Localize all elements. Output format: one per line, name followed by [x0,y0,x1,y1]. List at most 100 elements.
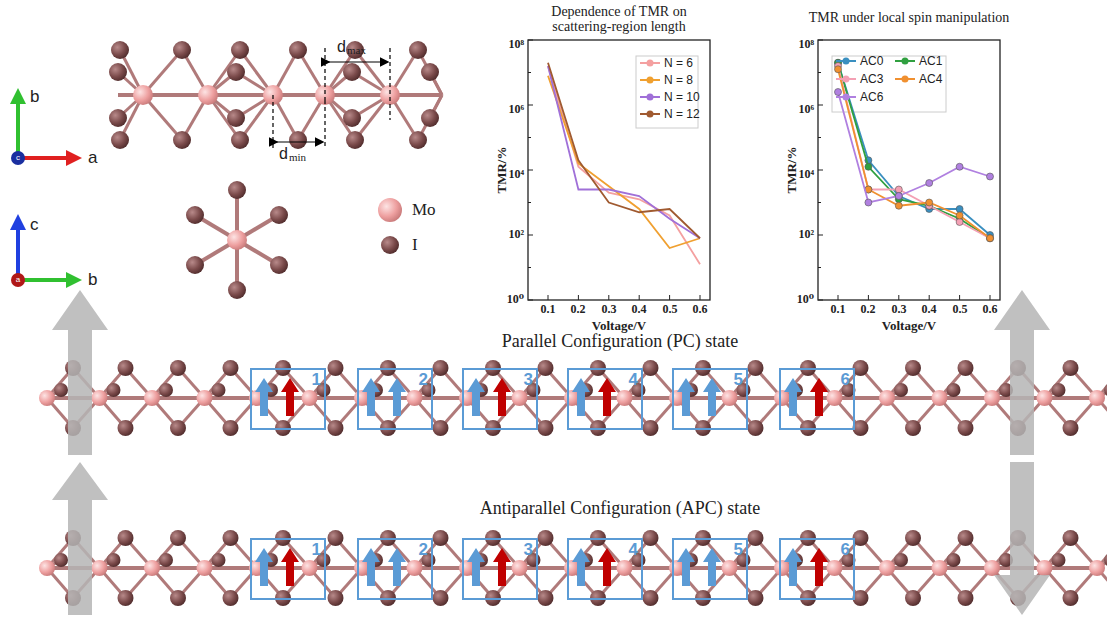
legend-swatch [836,92,856,102]
spin-arrow [703,548,721,586]
i-atom [328,420,344,436]
data-marker [865,163,872,170]
callout-number: 4 [629,540,638,560]
i-atom [748,420,764,436]
data-marker [865,199,872,206]
i-atom [947,383,961,397]
spin-arrow [255,548,273,586]
spin-site-box: 3 [462,368,538,430]
spin-site-box: 1 [250,538,326,600]
spin-arrow [598,378,616,416]
i-atom [958,530,974,546]
i-atom [328,360,344,376]
i-atom [800,590,816,606]
dim-sub: max [347,44,366,56]
data-marker [895,202,902,209]
legend-text: AC1 [919,54,942,68]
i-atom [118,360,134,376]
data-line [838,66,990,238]
i-atom [905,530,921,546]
tick: 10⁸ [798,38,814,51]
i-atom [343,109,361,127]
axis-title: TMR/% [785,147,799,194]
tick: 10⁴ [508,168,524,181]
state-title: Parallel Configuration (PC) state [502,332,738,352]
legend-swatch [836,56,856,66]
i-atom [275,590,291,606]
legend-text: AC3 [860,72,883,86]
data-marker [956,219,963,226]
spin-arrow [784,548,802,586]
i-atom [223,420,239,436]
legend-text: AC6 [860,90,883,104]
i-atom [231,131,249,149]
spin-arrow [388,548,406,586]
data-line [548,66,700,238]
legend-entry: N = 8 [640,73,693,87]
data-marker [926,199,933,206]
i-atom [270,256,288,274]
tick: 0.5 [663,303,678,316]
i-atom [173,41,191,59]
mo-atom [92,560,108,576]
i-atom [409,41,427,59]
data-line [838,69,990,238]
data-line [548,66,700,264]
spin-arrow [572,378,590,416]
chart-title: TMR under local spin manipulation [794,10,1024,25]
mo-atom [827,390,843,406]
i-atom [643,360,659,376]
mo-atom [617,390,633,406]
mo-atom [302,560,318,576]
axis-letter: a [88,149,97,168]
callout-number: 4 [629,370,638,390]
mo-atom [1037,560,1053,576]
i-atom [695,420,711,436]
axis-letter: c [30,216,39,235]
i-atom [643,590,659,606]
spin-arrow [677,548,695,586]
mo-atom [1089,390,1105,406]
spin-arrow [467,548,485,586]
axis-dot: a [16,276,20,285]
mo-atom [879,560,895,576]
data-marker [895,193,902,200]
i-atom [381,236,399,254]
mo-atom [984,390,1000,406]
i-atom [107,383,121,397]
i-atom [485,590,501,606]
i-atom [170,360,186,376]
mo-atom [144,390,160,406]
mo-atom [198,85,218,105]
tick: 0.6 [693,303,708,316]
mo-atom [380,85,400,105]
tick: 10⁴ [798,168,814,181]
mo-atom [197,390,213,406]
data-marker [835,89,842,96]
i-atom [748,590,764,606]
tick: 0.4 [632,303,647,316]
mo-atom [39,390,55,406]
mo-atom [774,560,790,576]
i-atom [643,420,659,436]
i-atom [170,530,186,546]
i-atom [118,590,134,606]
i-atom [905,420,921,436]
i-atom [170,420,186,436]
i-atom [109,109,127,127]
species: I [412,236,418,255]
data-marker [926,180,933,187]
mo-atom [227,230,247,250]
callout-number: 5 [734,540,743,560]
axis-title: TMR/% [495,147,509,194]
mo-atom [512,390,528,406]
i-atom [212,553,226,567]
data-marker [987,235,994,242]
data-marker [895,193,902,200]
mo-atom [407,390,423,406]
data-line [838,63,990,235]
mo-atom [984,560,1000,576]
i-atom [170,590,186,606]
data-line [548,63,700,239]
data-line [838,92,990,203]
